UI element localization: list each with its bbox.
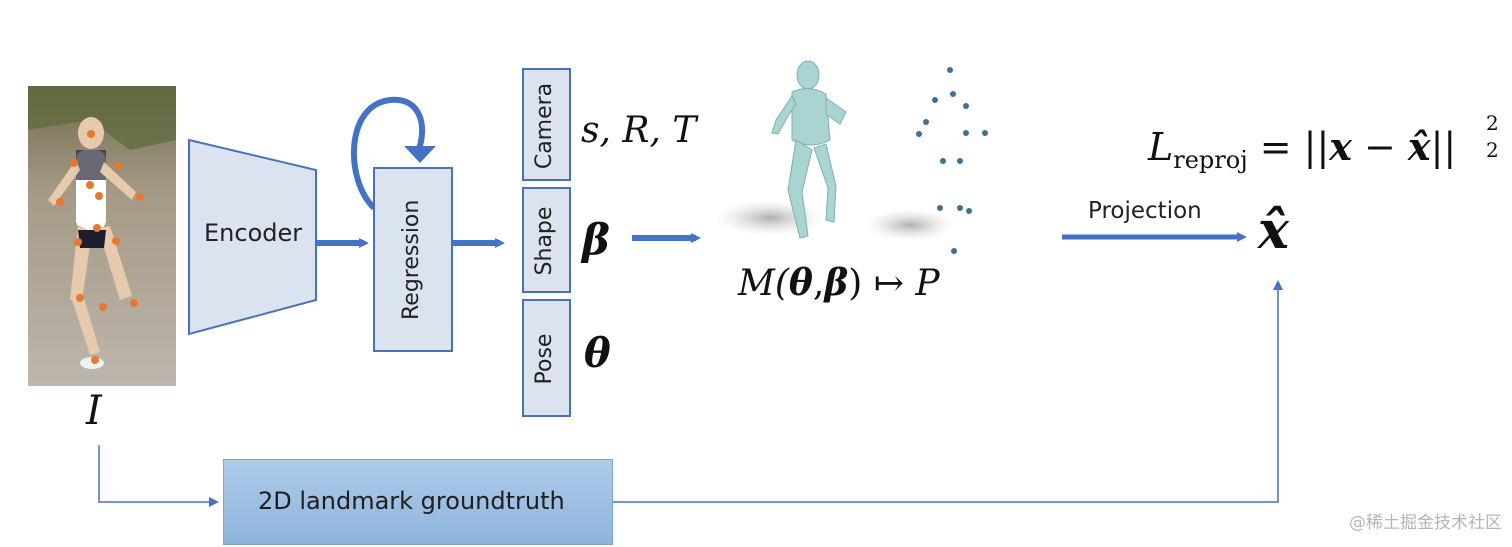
pose-symbol: θ bbox=[584, 330, 611, 377]
input-to-groundtruth-connector bbox=[98, 445, 219, 507]
projection-label: Projection bbox=[1088, 198, 1202, 224]
groundtruth-label: 2D landmark groundtruth bbox=[258, 487, 565, 515]
mesh-eq-p: P bbox=[915, 263, 940, 304]
mesh-equation: M(θ,β) ↦ P bbox=[738, 262, 940, 304]
groundtruth-to-output-connector bbox=[613, 280, 1283, 503]
encoder-label: Encoder bbox=[204, 219, 303, 247]
regression-label: Regression bbox=[399, 199, 424, 320]
loss-minus: − bbox=[1351, 125, 1408, 169]
input-image bbox=[28, 86, 176, 386]
encoder-block bbox=[188, 138, 317, 336]
shape-symbol: β bbox=[582, 215, 610, 264]
mesh-eq-close: ) bbox=[848, 263, 863, 304]
mesh-eq-maps: ↦ bbox=[862, 263, 916, 304]
regression-loop-arrow bbox=[350, 96, 426, 211]
mesh-eq-m: M( bbox=[738, 263, 789, 304]
input-symbol: I bbox=[86, 388, 102, 434]
loss-superscript: 2 bbox=[1486, 111, 1499, 135]
output-symbol: x̂ bbox=[1258, 200, 1290, 261]
watermark: @稀土掘金技术社区 bbox=[1349, 513, 1502, 533]
mesh-eq-theta: θ bbox=[788, 262, 813, 304]
pose-param-box bbox=[522, 299, 571, 417]
shape-label: Shape bbox=[532, 206, 557, 276]
camera-label: Camera bbox=[532, 82, 557, 170]
camera-param-box bbox=[522, 68, 571, 181]
projected-keypoints bbox=[916, 67, 988, 254]
loss-l: L bbox=[1148, 125, 1174, 169]
loss-norm: || bbox=[1430, 125, 1457, 169]
pose-label: Pose bbox=[532, 333, 557, 385]
loss-norm-subscript: 2 bbox=[1486, 138, 1499, 162]
camera-symbol: s, R, T bbox=[581, 110, 697, 151]
loss-subscript: reproj bbox=[1173, 146, 1248, 174]
loss-equation: Lreproj = ||x − x̂|| bbox=[1148, 124, 1456, 174]
body-mesh-figure bbox=[715, 60, 955, 241]
regression-block bbox=[373, 167, 453, 352]
mesh-eq-comma: , bbox=[812, 263, 825, 304]
loss-x: x bbox=[1329, 124, 1352, 169]
loss-eq: = || bbox=[1247, 125, 1330, 169]
groundtruth-block bbox=[223, 459, 613, 545]
mesh-eq-beta: β bbox=[824, 262, 849, 304]
loss-xhat: x̂ bbox=[1407, 124, 1431, 169]
regression-loop-arrowhead bbox=[404, 146, 436, 163]
shape-param-box bbox=[522, 187, 571, 293]
